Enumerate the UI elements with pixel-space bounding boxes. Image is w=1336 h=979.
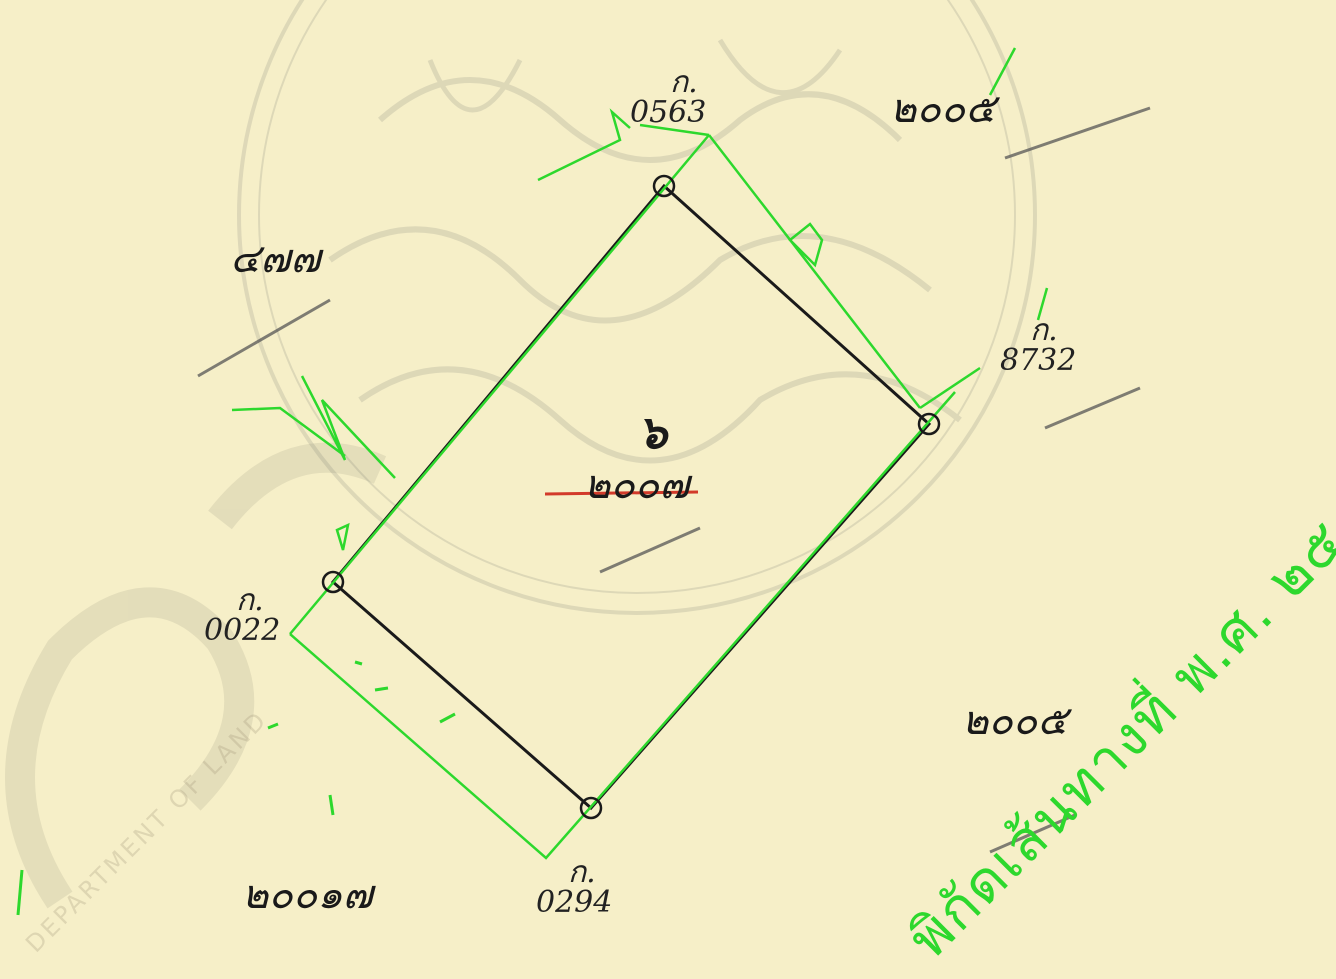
peg-label-0563: ก. 0563 xyxy=(630,68,706,128)
watermark-glyph xyxy=(5,442,387,909)
plot-number: ๖ xyxy=(638,405,668,459)
plot-parcel-number: ๒๐๐๗ xyxy=(584,462,690,508)
parcel-underline xyxy=(544,490,699,496)
peg-prefix: ก. xyxy=(568,855,596,890)
peg-markers xyxy=(321,174,941,820)
peg-code: 8732 xyxy=(1000,343,1077,378)
peg-label-8732: ก. 8732 xyxy=(1000,316,1076,376)
peg-circle-0022 xyxy=(321,570,345,594)
peg-code: 0022 xyxy=(204,613,281,648)
peg-prefix: ก. xyxy=(670,65,698,100)
peg-code: 0563 xyxy=(630,95,707,130)
green-trace-overlay xyxy=(231,47,1049,860)
pencil-marks xyxy=(197,106,1151,854)
peg-circle-8732 xyxy=(917,412,941,436)
adjacent-parcel-ne: ๒๐๐๕ xyxy=(890,86,996,132)
peg-label-0294: ก. 0294 xyxy=(536,858,612,918)
adjacent-parcel-se: ๒๐๐๕ xyxy=(962,698,1068,744)
peg-prefix: ก. xyxy=(236,583,264,618)
peg-code: 0294 xyxy=(536,885,613,920)
adjacent-parcel-nw: ๔๗๗ xyxy=(230,236,321,282)
adjacent-parcel-sw: ๒๐๐๑๗ xyxy=(242,872,373,918)
peg-circle-0294 xyxy=(579,796,603,820)
peg-label-0022: ก. 0022 xyxy=(204,586,280,646)
green-ticks xyxy=(16,660,456,916)
peg-prefix: ก. xyxy=(1030,313,1058,348)
peg-circle-0563 xyxy=(652,174,676,198)
emblem-watermark xyxy=(237,0,1037,615)
